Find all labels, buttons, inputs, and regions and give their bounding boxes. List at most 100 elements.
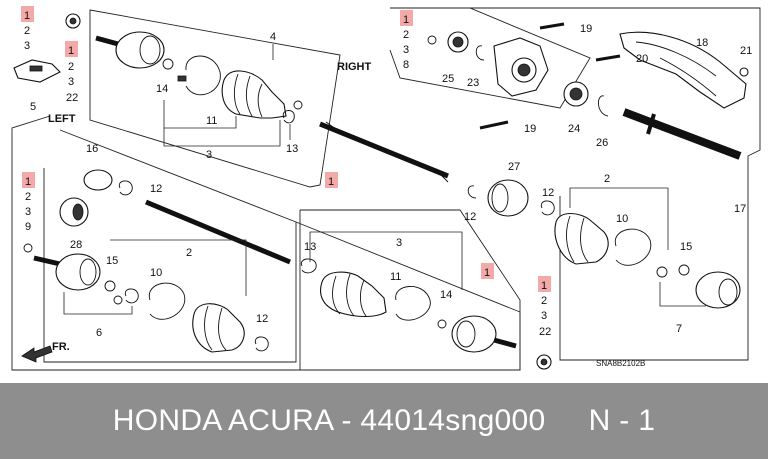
- highlight-box-1a: [21, 6, 34, 22]
- boot-band-large-top: [185, 55, 221, 96]
- ring-14b: [437, 319, 447, 329]
- highlight-box-1d: [400, 10, 413, 26]
- snap-ring-26: [598, 95, 609, 117]
- direction-marker: FR.: [52, 341, 70, 353]
- ref-11b: 11: [390, 271, 401, 283]
- drawing-code: SNA8B2102B: [596, 359, 645, 368]
- ref-7: 7: [676, 323, 682, 335]
- ref-26: 26: [596, 137, 608, 149]
- outboard-boot-bottom: [320, 271, 387, 318]
- lead-2g: [110, 239, 247, 296]
- left-outboard-joint: [55, 253, 101, 291]
- ref-2d: 2: [403, 29, 409, 41]
- bolt-20: [595, 54, 621, 62]
- inboard-joint-27-face: [491, 183, 509, 213]
- highlight-box-1i: [481, 263, 494, 279]
- bearing-24-inner: [569, 87, 583, 101]
- ref-12c: 12: [150, 183, 162, 195]
- snap-ring-top: [475, 45, 485, 61]
- ref-17: 17: [734, 203, 746, 215]
- lead-3c: [163, 120, 281, 147]
- lead-3h: [309, 231, 463, 290]
- outboard-boot-ribs: [233, 73, 263, 118]
- left-inner-frame: [43, 168, 297, 363]
- ref-12b: 12: [542, 187, 554, 199]
- right-shaft-frame: [89, 9, 341, 188]
- intermediate-shaft-flange: [646, 113, 656, 135]
- ref-1b: 1: [68, 45, 74, 57]
- ref-19b: 19: [524, 123, 536, 135]
- inboard-boot-left-ribs: [204, 305, 227, 351]
- dynamic-damper: [83, 169, 113, 191]
- ref-22j: 22: [539, 326, 551, 338]
- ref-3f: 3: [25, 206, 31, 218]
- clip-15a: [678, 264, 690, 276]
- clip-ring-small: [162, 58, 174, 70]
- ref-11a: 11: [206, 115, 217, 127]
- boot-band-10a: [614, 228, 652, 266]
- bolt-19a: [539, 22, 565, 30]
- drive-shaft-exploded-diagram: 1 2 3 1 2 3 22 14 4 11 3 13 1 RIGHT 1 2 …: [11, 6, 761, 371]
- ref-14b: 14: [440, 289, 452, 301]
- outboard-joint-face: [139, 35, 161, 65]
- splash-plate-slot: [29, 65, 43, 72]
- ref-19a: 19: [580, 23, 592, 35]
- ref-1j: 1: [541, 280, 547, 292]
- bolt-21: [739, 67, 749, 77]
- band-12c: [118, 180, 133, 196]
- right-half-shaft-spline-1: [325, 121, 341, 133]
- section-label-left: LEFT: [48, 113, 76, 125]
- ref-6: 6: [96, 327, 102, 339]
- intermediate-shaft: [622, 108, 742, 160]
- ref-3h: 3: [396, 237, 402, 249]
- ref-13a: 13: [286, 143, 298, 155]
- ref-1d: 1: [403, 14, 409, 26]
- ref-9f: 9: [25, 221, 31, 233]
- ref-16: 16: [86, 143, 98, 155]
- ref-2g: 2: [186, 247, 192, 259]
- lead-11a: [163, 100, 237, 129]
- left-outboard-joint-face: [79, 258, 97, 286]
- ring-9f: [23, 243, 33, 253]
- tone-ring-28-inner: [72, 203, 84, 221]
- boot-band-10b: [148, 282, 186, 320]
- lead-6: [63, 292, 133, 315]
- clip-15b: [113, 295, 123, 305]
- ref-4: 4: [270, 31, 276, 43]
- ref-2e: 2: [604, 173, 610, 185]
- highlight-box-1j: [538, 276, 551, 292]
- band-clip-left: [124, 288, 139, 304]
- caption-text: HONDA ACURA - 44014sng000 N - 1: [112, 404, 656, 437]
- ref-12a: 12: [464, 211, 476, 223]
- section-label-right: RIGHT: [337, 61, 372, 73]
- ref-3b: 3: [68, 76, 74, 88]
- ref-28: 28: [70, 239, 82, 251]
- ref-18: 18: [696, 37, 708, 49]
- bearing-seal-inner: [452, 36, 464, 48]
- small-ring: [427, 35, 437, 45]
- ref-5: 5: [30, 101, 36, 113]
- right-outer-frame: [470, 7, 761, 361]
- heat-shield: [619, 31, 747, 109]
- ref-22b: 22: [66, 92, 78, 104]
- lead-2e: [569, 187, 669, 250]
- washer-top: [293, 100, 303, 110]
- inboard-boot-right-ribs: [566, 215, 589, 263]
- ref-3d: 3: [403, 44, 409, 56]
- band-12b: [540, 200, 555, 216]
- band-13b: [300, 258, 317, 274]
- band-12d: [254, 336, 269, 352]
- outboard-boot: [221, 70, 287, 119]
- right-half-shaft-spline-2: [435, 169, 449, 183]
- ref-3j: 3: [541, 310, 547, 322]
- highlight-box-1f: [22, 172, 35, 188]
- band-clip-top: [177, 75, 187, 82]
- heat-shield-detail: [635, 41, 717, 97]
- snap-ring-15b: [104, 280, 116, 292]
- ref-2j: 2: [541, 295, 547, 307]
- left-half-shaft: [145, 199, 291, 265]
- ref-10a: 10: [616, 213, 628, 225]
- ref-14a: 14: [156, 83, 168, 95]
- ref-2b: 2: [68, 61, 74, 73]
